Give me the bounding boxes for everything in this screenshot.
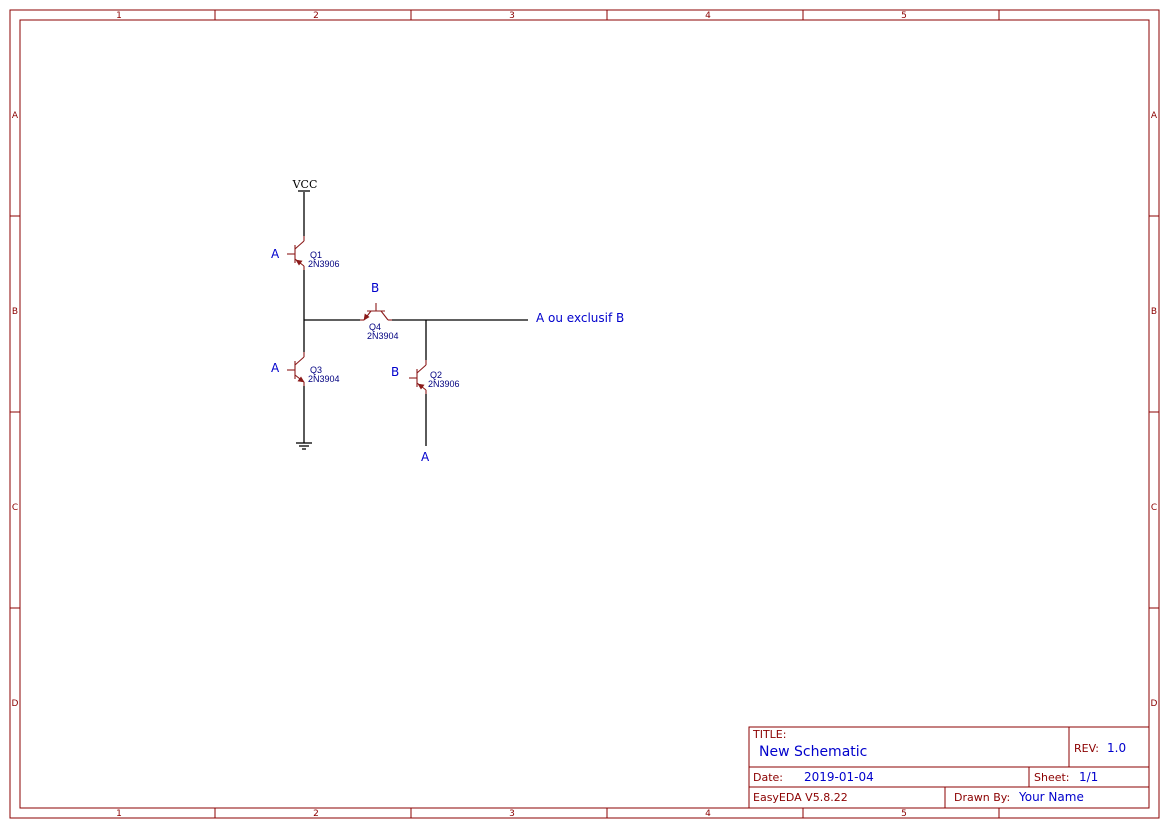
sheet-value: 1/1: [1079, 770, 1098, 784]
q2-base-net-label: B: [391, 365, 399, 379]
q2-designator: Q2: [430, 370, 442, 380]
title-block: TITLE: New Schematic REV: 1.0 Date: 2019…: [748, 726, 1150, 809]
column-label-bottom-2: 2: [313, 809, 319, 819]
column-label-bottom-1: 1: [116, 809, 122, 819]
column-label-top-5: 5: [901, 11, 907, 21]
vcc-symbol: VCC: [292, 178, 318, 192]
software-version: EasyEDA V5.8.22: [753, 791, 848, 804]
drawing-frame: 1 2 3 4 5 1 2 3 4 5 A B C D A B C D: [9, 9, 1160, 819]
q3-base-net-label: A: [271, 361, 280, 375]
column-label-top-4: 4: [705, 11, 711, 21]
q1-part-number: 2N3906: [308, 259, 340, 269]
rev-value: 1.0: [1107, 741, 1126, 755]
q4-part-number: 2N3904: [367, 331, 399, 341]
q2-emitter-net-label: A: [421, 450, 430, 464]
wires: [303, 192, 528, 446]
row-label-left-b: B: [12, 307, 18, 317]
q4-base-net-label: B: [371, 281, 379, 295]
ground-symbol: [296, 442, 312, 450]
row-label-right-d: D: [1151, 699, 1158, 709]
column-label-top-1: 1: [116, 11, 122, 21]
q1-base-net-label: A: [271, 247, 280, 261]
q3-part-number: 2N3904: [308, 374, 340, 384]
row-label-left-c: C: [12, 503, 18, 513]
transistor-q2[interactable]: [409, 360, 427, 394]
date-caption: Date:: [753, 771, 783, 784]
transistor-q3[interactable]: [287, 352, 305, 386]
row-label-left-d: D: [12, 699, 19, 709]
schematic-title: New Schematic: [759, 744, 867, 760]
column-label-top-3: 3: [509, 11, 515, 21]
rev-caption: REV:: [1074, 742, 1099, 755]
sheet-caption: Sheet:: [1034, 771, 1070, 784]
row-label-right-b: B: [1151, 307, 1157, 317]
vcc-label: VCC: [292, 178, 318, 191]
output-net-label: A ou exclusif B: [536, 311, 624, 325]
column-label-bottom-4: 4: [705, 809, 711, 819]
q4-designator: Q4: [369, 322, 381, 332]
row-label-right-a: A: [1151, 111, 1158, 121]
column-label-bottom-5: 5: [901, 809, 907, 819]
column-label-bottom-3: 3: [509, 809, 515, 819]
transistor-q1[interactable]: [287, 236, 305, 270]
date-value: 2019-01-04: [804, 770, 874, 784]
row-label-left-a: A: [12, 111, 19, 121]
title-caption: TITLE:: [752, 728, 786, 741]
drawn-by-caption: Drawn By:: [954, 791, 1010, 804]
q2-part-number: 2N3906: [428, 379, 460, 389]
transistor-q4[interactable]: [360, 303, 392, 321]
row-label-right-c: C: [1151, 503, 1157, 513]
drawn-by-value: Your Name: [1018, 790, 1084, 804]
column-label-top-2: 2: [313, 11, 319, 21]
q1-designator: Q1: [310, 250, 322, 260]
q3-designator: Q3: [310, 365, 322, 375]
